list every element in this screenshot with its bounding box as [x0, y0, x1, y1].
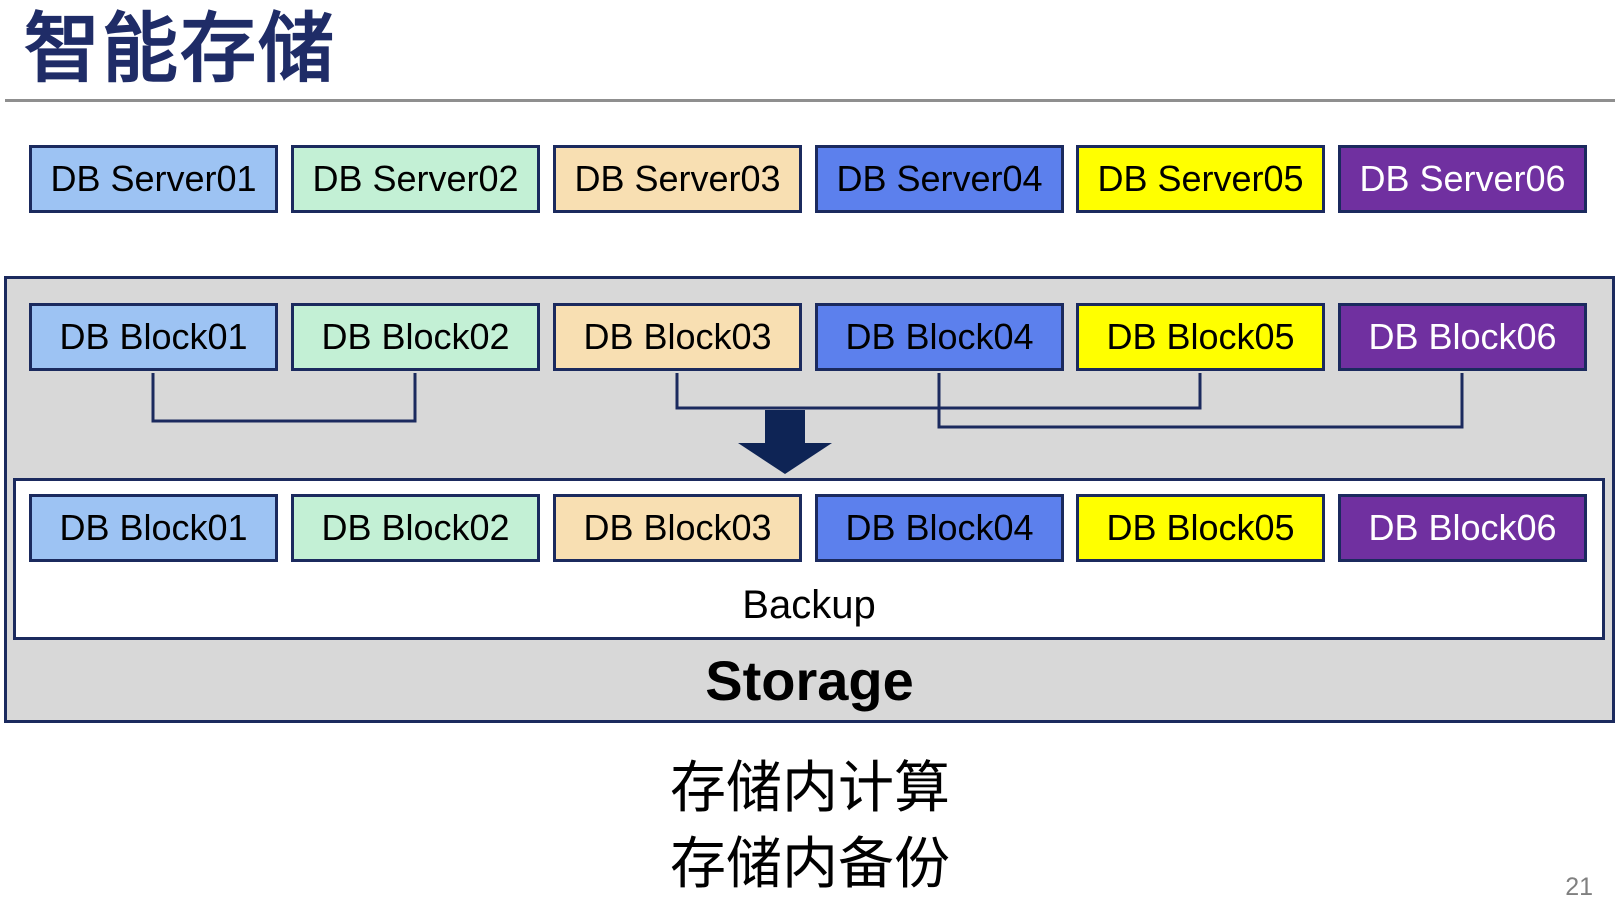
db-block-backup-box-2: DB Block02	[291, 494, 540, 562]
caption-line-2: 存储内备份	[670, 832, 950, 895]
storage-label: Storage	[705, 649, 914, 712]
title-rule	[5, 99, 1615, 102]
page-number: 21	[1565, 873, 1593, 901]
db-block-top-box-4: DB Block04	[815, 303, 1064, 371]
caption: 存储内计算 存储内备份	[0, 750, 1620, 902]
db-block-backup-box-3: DB Block03	[553, 494, 802, 562]
db-server-box-6: DB Server06	[1338, 145, 1587, 213]
db-block-top-box-2: DB Block02	[291, 303, 540, 371]
db-server-box-1: DB Server01	[29, 145, 278, 213]
db-block-top-box-1: DB Block01	[29, 303, 278, 371]
db-block-backup-box-4: DB Block04	[815, 494, 1064, 562]
db-server-box-2: DB Server02	[291, 145, 540, 213]
db-block-top-box-5: DB Block05	[1076, 303, 1325, 371]
db-server-box-4: DB Server04	[815, 145, 1064, 213]
db-server-box-3: DB Server03	[553, 145, 802, 213]
db-block-top-box-6: DB Block06	[1338, 303, 1587, 371]
db-server-box-5: DB Server05	[1076, 145, 1325, 213]
db-block-top-box-3: DB Block03	[553, 303, 802, 371]
db-block-backup-box-5: DB Block05	[1076, 494, 1325, 562]
backup-label: Backup	[742, 583, 876, 627]
caption-line-1: 存储内计算	[670, 756, 950, 819]
db-block-backup-box-6: DB Block06	[1338, 494, 1587, 562]
db-block-backup-box-1: DB Block01	[29, 494, 278, 562]
page-title: 智能存储	[24, 7, 336, 92]
